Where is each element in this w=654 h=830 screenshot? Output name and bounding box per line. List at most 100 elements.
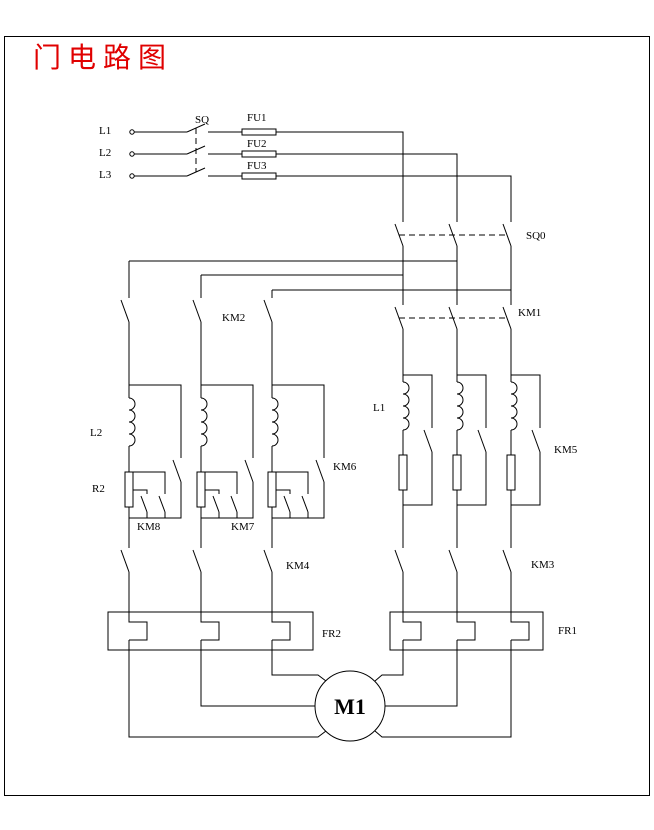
resistor-tap-wire	[133, 489, 148, 494]
inductor-l2-coil	[200, 397, 208, 447]
contactor-label-km6: KM6	[333, 461, 357, 473]
wiring	[107, 123, 544, 738]
sq0-contact	[502, 223, 512, 247]
motor-symbol	[314, 670, 386, 742]
bypass-wire	[403, 374, 433, 428]
bypass-contact	[315, 459, 325, 483]
resistor-r2	[124, 471, 134, 508]
motor-lead	[271, 640, 327, 682]
inductor-l1-coil	[456, 381, 464, 431]
motor-lead	[128, 640, 327, 738]
fr1-thermal-element	[456, 572, 476, 641]
supply-wire	[276, 153, 458, 222]
km5-contact	[477, 429, 487, 453]
input-label-l2: L2	[99, 147, 111, 159]
bypass-wire	[129, 482, 182, 519]
bypass-wire	[403, 452, 433, 506]
fr1-thermal-element	[402, 572, 422, 641]
resistor	[398, 454, 408, 491]
motor-lead	[374, 640, 512, 738]
motor-label-m1: M1	[334, 694, 366, 719]
km2-contact	[120, 299, 130, 323]
bypass-contact	[244, 459, 254, 483]
resistor-tap-contact	[212, 495, 220, 513]
km3-contact	[448, 549, 458, 573]
fr2-thermal-element	[271, 572, 291, 641]
fuse-fu1	[241, 128, 277, 136]
resistor-label-r2: R2	[92, 483, 105, 495]
input-label-l3: L3	[99, 169, 112, 181]
resistor-tap-wire	[272, 471, 309, 494]
km4-contact	[120, 549, 130, 573]
resistor-tap-wire	[129, 471, 166, 494]
km5-contact	[531, 429, 541, 453]
inductor-l1-coil	[402, 381, 410, 431]
resistor-tap-wire	[205, 489, 220, 494]
km2-contact	[192, 299, 202, 323]
km3-contact	[502, 549, 512, 573]
km2-contact	[263, 299, 273, 323]
resistor-tap-contact	[301, 495, 309, 513]
switch-label-sq: SQ	[195, 114, 209, 126]
motor-lead	[374, 640, 404, 682]
input-terminal	[129, 151, 135, 157]
fr2-thermal-element	[128, 572, 148, 641]
relay-label-fr1: FR1	[558, 625, 577, 637]
inductor-label-l2: L2	[90, 427, 102, 439]
km3-contact	[394, 549, 404, 573]
contactor-label-km8: KM8	[137, 521, 161, 533]
contactor-label-km2: KM2	[222, 312, 245, 324]
bypass-wire	[201, 384, 254, 458]
resistor	[452, 454, 462, 491]
km5-contact	[423, 429, 433, 453]
fr2-thermal-element	[200, 572, 220, 641]
input-label-l1: L1	[99, 125, 111, 137]
resistor-tap-contact	[283, 495, 291, 513]
motor-lead	[385, 640, 458, 707]
fuse-label-fu1: FU1	[247, 112, 267, 124]
bypass-wire	[511, 374, 541, 428]
diagram-title: 门电路图	[33, 41, 173, 74]
km4-contact	[263, 549, 273, 573]
resistor-tap-wire	[201, 471, 238, 494]
resistor-tap-contact	[140, 495, 148, 513]
bypass-contact	[172, 459, 182, 483]
supply-wire	[276, 131, 404, 222]
inductor-l1-coil	[510, 381, 518, 431]
bypass-wire	[272, 384, 325, 458]
drawing-border	[4, 36, 650, 796]
inductor-l2-coil	[271, 397, 279, 447]
km1-contact	[502, 306, 512, 330]
relay-label-fr2: FR2	[322, 628, 341, 640]
bypass-wire	[511, 452, 541, 506]
fr1-thermal-element	[510, 572, 530, 641]
resistor-r2	[196, 471, 206, 508]
contactor-label-km1: KM1	[518, 307, 541, 319]
contactor-label-km7: KM7	[231, 521, 255, 533]
supply-wire	[276, 175, 512, 222]
resistor-r2	[267, 471, 277, 508]
bypass-wire	[457, 374, 487, 428]
thermal-relay-fr1	[389, 611, 544, 651]
contactor-label-km3: KM3	[531, 559, 555, 571]
input-terminal	[129, 173, 135, 179]
switch-label-sq0: SQ0	[526, 230, 546, 242]
km4-contact	[192, 549, 202, 573]
motor-lead	[200, 640, 315, 707]
resistor-tap-contact	[230, 495, 238, 513]
bypass-wire	[272, 482, 325, 519]
thermal-relay-fr2	[107, 611, 314, 651]
contactor-label-km5: KM5	[554, 444, 578, 456]
resistor-tap-contact	[158, 495, 166, 513]
resistor	[506, 454, 516, 491]
bypass-wire	[457, 452, 487, 506]
inductor-label-l1: L1	[373, 402, 385, 414]
bypass-wire	[201, 482, 254, 519]
resistor-tap-wire	[276, 489, 291, 494]
input-terminal	[129, 129, 135, 135]
contactor-label-km4: KM4	[286, 560, 310, 572]
fuse-fu3	[241, 172, 277, 180]
inductor-l2-coil	[128, 397, 136, 447]
fuse-label-fu2: FU2	[247, 138, 267, 150]
